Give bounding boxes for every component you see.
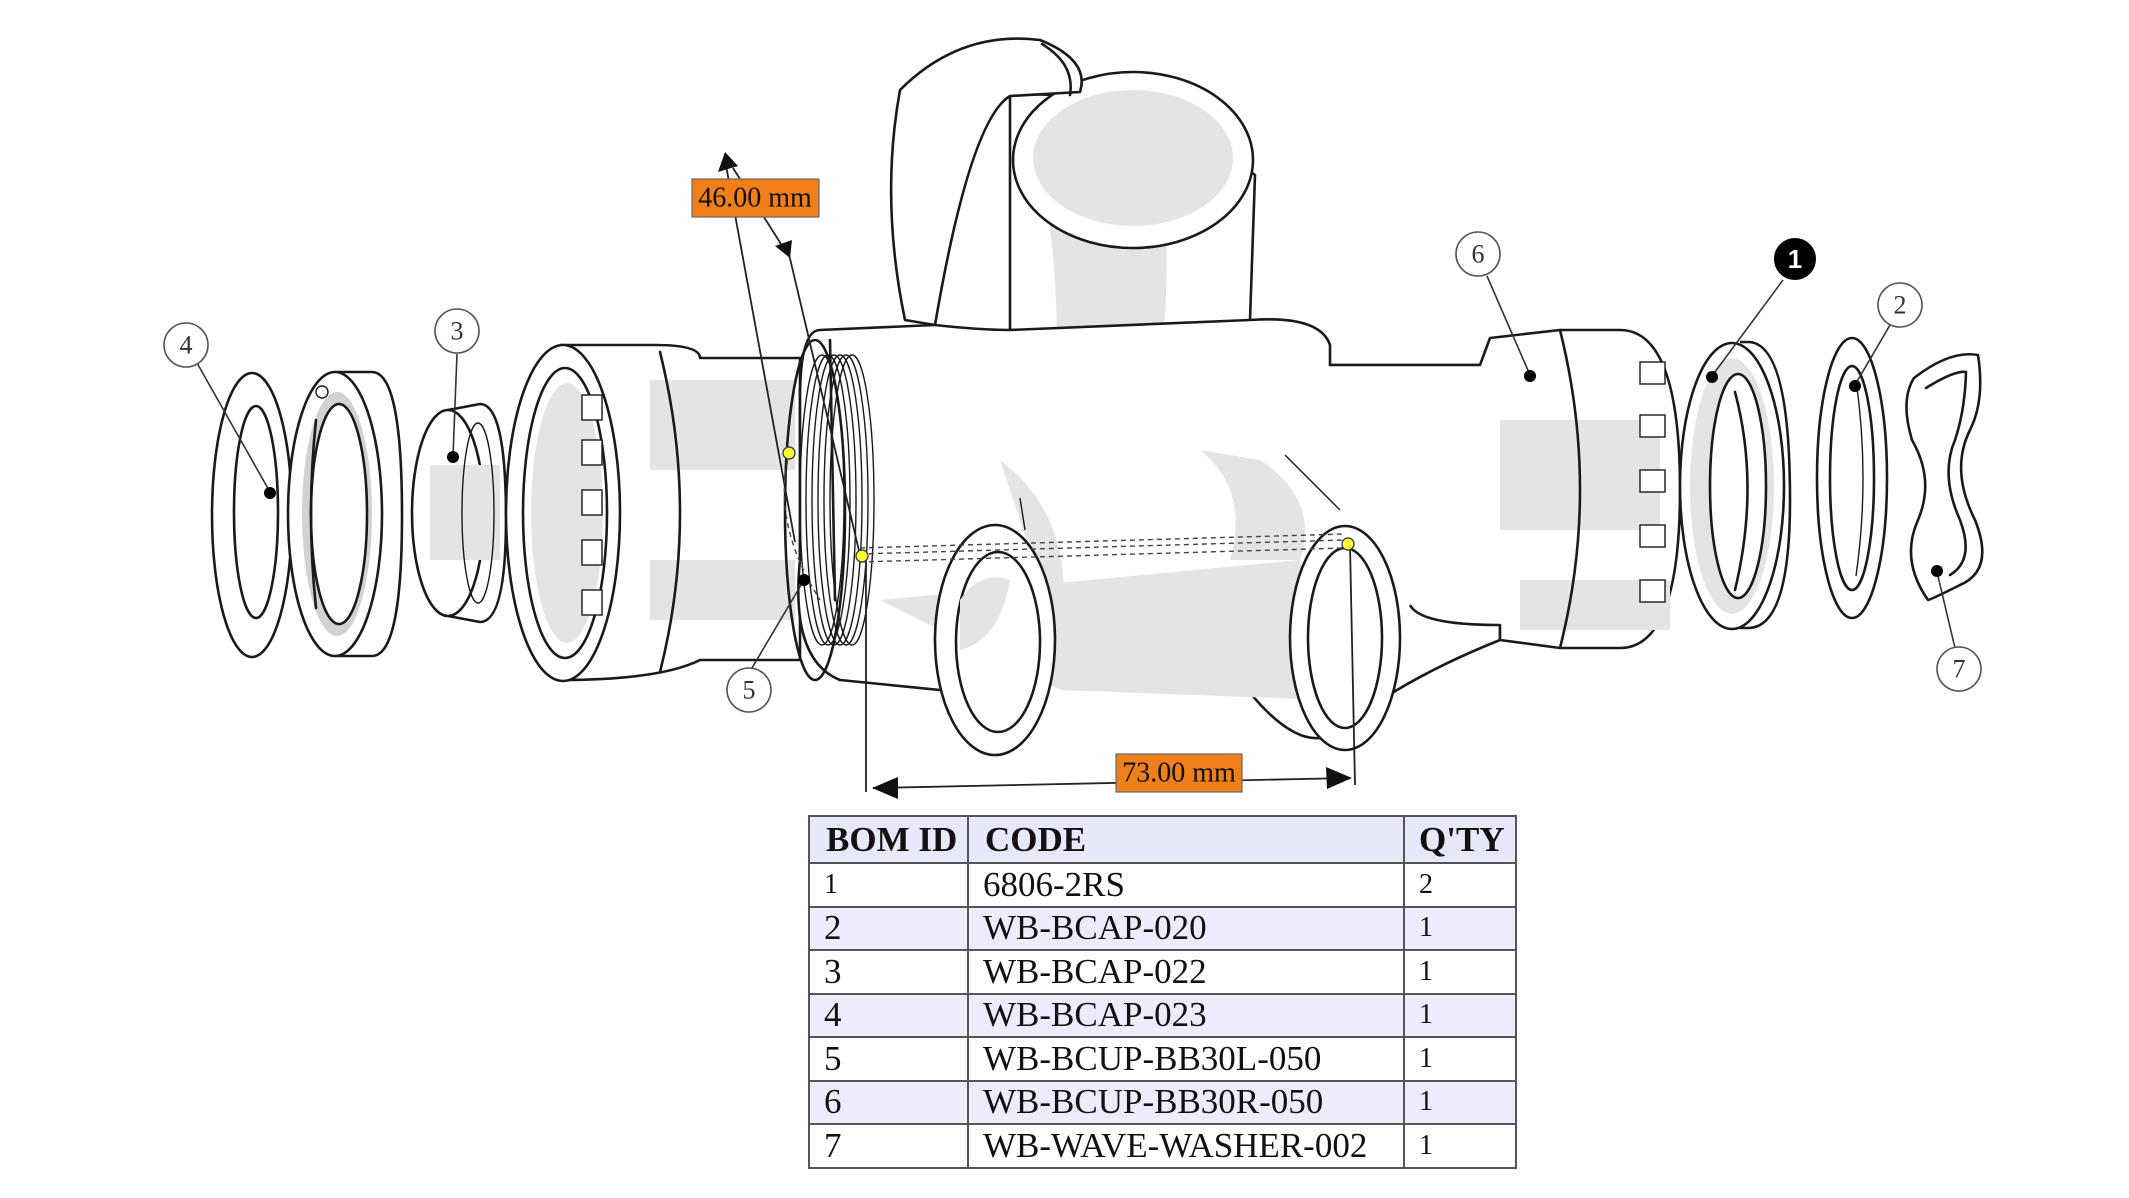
bom-cell-id: 7 — [808, 1123, 969, 1169]
bom-header-row: BOM ID CODE Q'TY — [808, 815, 1517, 864]
bom-header-qty[interactable]: Q'TY — [1403, 815, 1517, 864]
bom-cell-id: 1 — [808, 862, 969, 908]
part-2-washer[interactable] — [1815, 336, 1889, 620]
bom-row-2[interactable]: 2 WB-BCAP-020 1 — [808, 905, 1517, 951]
balloon-4[interactable]: 4 — [163, 322, 276, 499]
bom-cell-qty: 1 — [1403, 1123, 1517, 1169]
bom-row-7[interactable]: 7 WB-WAVE-WASHER-002 1 — [808, 1123, 1517, 1169]
measure-points — [782, 446, 1355, 563]
bom-row-1[interactable]: 1 6806-2RS 2 — [808, 862, 1517, 908]
bom-cell-id: 2 — [808, 905, 969, 951]
bom-cell-id: 3 — [808, 949, 969, 995]
bom-cell-code: WB-BCAP-020 — [967, 905, 1405, 951]
svg-text:1: 1 — [1788, 244, 1802, 274]
part-3-sleeve[interactable] — [410, 402, 508, 624]
bom-cell-qty: 2 — [1403, 862, 1517, 908]
bom-cell-qty: 1 — [1403, 949, 1517, 995]
dim-46-label: 46.00 mm — [698, 183, 812, 214]
bom-cell-qty: 1 — [1403, 1036, 1517, 1082]
bom-row-3[interactable]: 3 WB-BCAP-022 1 — [808, 949, 1517, 995]
bom-cell-code: WB-BCAP-023 — [967, 992, 1405, 1038]
dim-73-label: 73.00 mm — [1122, 758, 1236, 789]
bom-row-4[interactable]: 4 WB-BCAP-023 1 — [808, 992, 1517, 1038]
dim-46-label-box — [691, 178, 820, 218]
dim-73-label-box — [1115, 753, 1243, 793]
svg-text:7: 7 — [1953, 655, 1966, 684]
bom-row-5[interactable]: 5 WB-BCUP-BB30L-050 1 — [808, 1036, 1517, 1082]
balloon-1[interactable]: 1 — [1706, 236, 1818, 383]
bom-cell-id: 4 — [808, 992, 969, 1038]
bom-cell-code: WB-WAVE-WASHER-002 — [967, 1123, 1405, 1169]
bom-cell-code: 6806-2RS — [967, 862, 1405, 908]
svg-text:6: 6 — [1472, 240, 1485, 269]
bom-row-6[interactable]: 6 WB-BCUP-BB30R-050 1 — [808, 1079, 1517, 1125]
dimension-46[interactable]: 46.00 mm — [691, 152, 861, 556]
bom-cell-code: WB-BCUP-BB30R-050 — [967, 1079, 1405, 1125]
bom-cell-qty: 1 — [1403, 1079, 1517, 1125]
bom-cell-qty: 1 — [1403, 905, 1517, 951]
bom-cell-code: WB-BCAP-022 — [967, 949, 1405, 995]
bom-cell-code: WB-BCUP-BB30L-050 — [967, 1036, 1405, 1082]
bom-cell-id: 6 — [808, 1079, 969, 1125]
bom-table: BOM ID CODE Q'TY 1 6806-2RS 2 2 WB-BCAP-… — [808, 815, 1517, 1169]
balloon-2[interactable]: 2 — [1849, 282, 1923, 392]
part-6-bb-cup-right[interactable] — [1330, 328, 1682, 650]
bb-shell[interactable] — [783, 37, 1502, 757]
bom-cell-qty: 1 — [1403, 992, 1517, 1038]
balloon-5[interactable]: 5 — [726, 574, 810, 713]
balloon-3[interactable]: 3 — [434, 308, 480, 463]
bom-header-code[interactable]: CODE — [967, 815, 1405, 864]
svg-text:3: 3 — [451, 317, 464, 346]
dimension-73[interactable]: 73.00 mm — [865, 544, 1356, 799]
svg-text:4: 4 — [180, 331, 193, 360]
part-7-wave-washer[interactable] — [1905, 352, 1984, 602]
part-5-bb-cup-left[interactable] — [504, 343, 802, 683]
part-1-bearing-right[interactable] — [1678, 340, 1792, 631]
part-4-washer[interactable] — [210, 371, 294, 659]
balloon-6[interactable]: 6 — [1455, 231, 1536, 382]
svg-text:5: 5 — [743, 676, 756, 705]
bom-cell-id: 5 — [808, 1036, 969, 1082]
balloon-7[interactable]: 7 — [1931, 565, 1982, 692]
bom-header-id[interactable]: BOM ID — [808, 815, 969, 864]
part-1-bearing-left[interactable] — [286, 370, 404, 658]
svg-text:2: 2 — [1894, 291, 1907, 320]
